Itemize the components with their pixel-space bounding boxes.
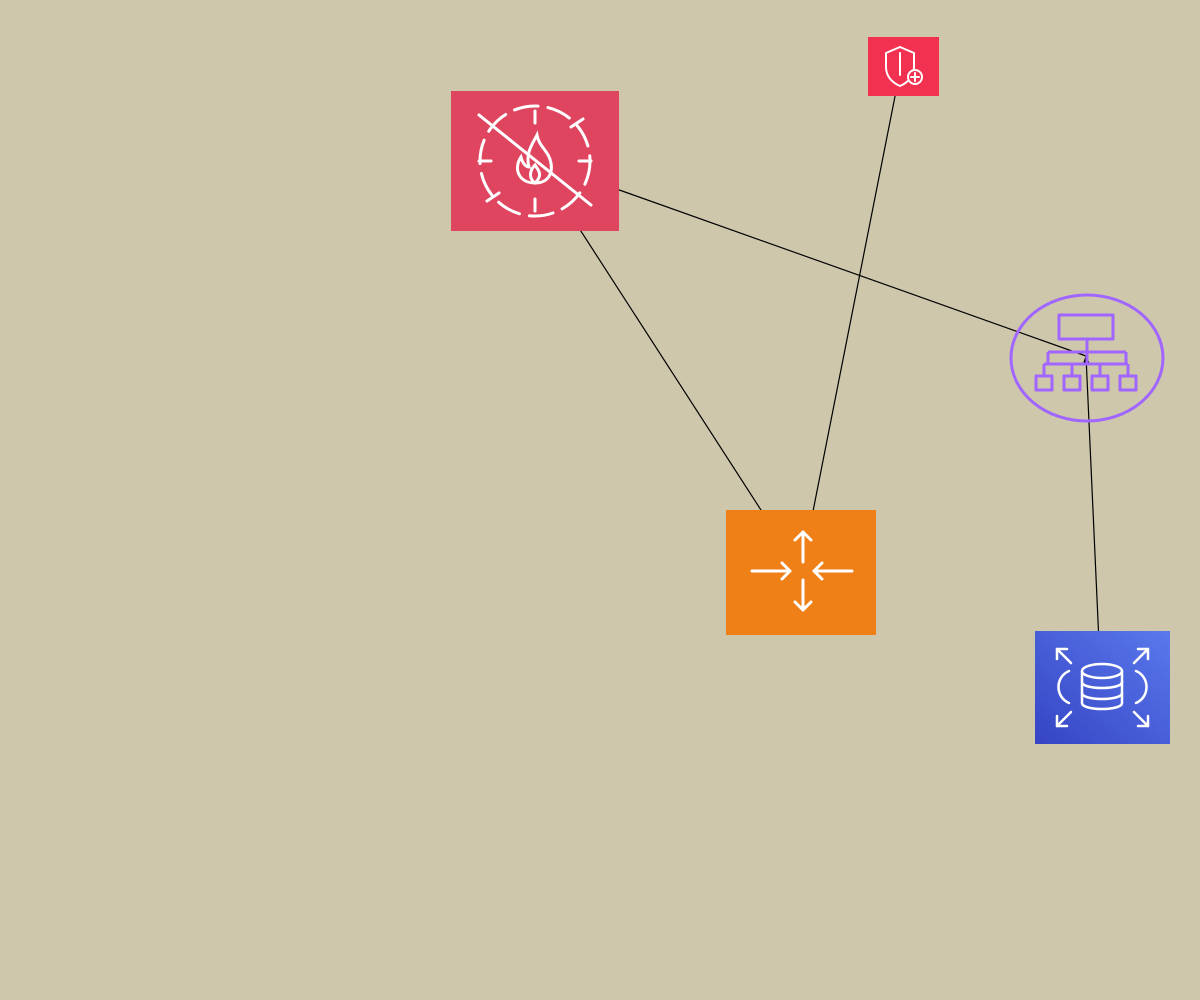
hierarchy-network-node[interactable]	[1008, 292, 1166, 424]
router-node[interactable]	[726, 510, 876, 635]
network-firewall-node[interactable]	[451, 91, 619, 231]
rds-database-icon	[1035, 631, 1170, 744]
network-firewall-icon	[451, 91, 619, 231]
hierarchy-network-icon	[1009, 293, 1165, 423]
shield-plus-icon	[868, 37, 939, 96]
edge-router-to-shield	[800, 65, 904, 573]
shield-node[interactable]	[868, 37, 939, 96]
router-arrows-icon	[726, 510, 876, 635]
rds-database-node[interactable]	[1035, 631, 1170, 744]
